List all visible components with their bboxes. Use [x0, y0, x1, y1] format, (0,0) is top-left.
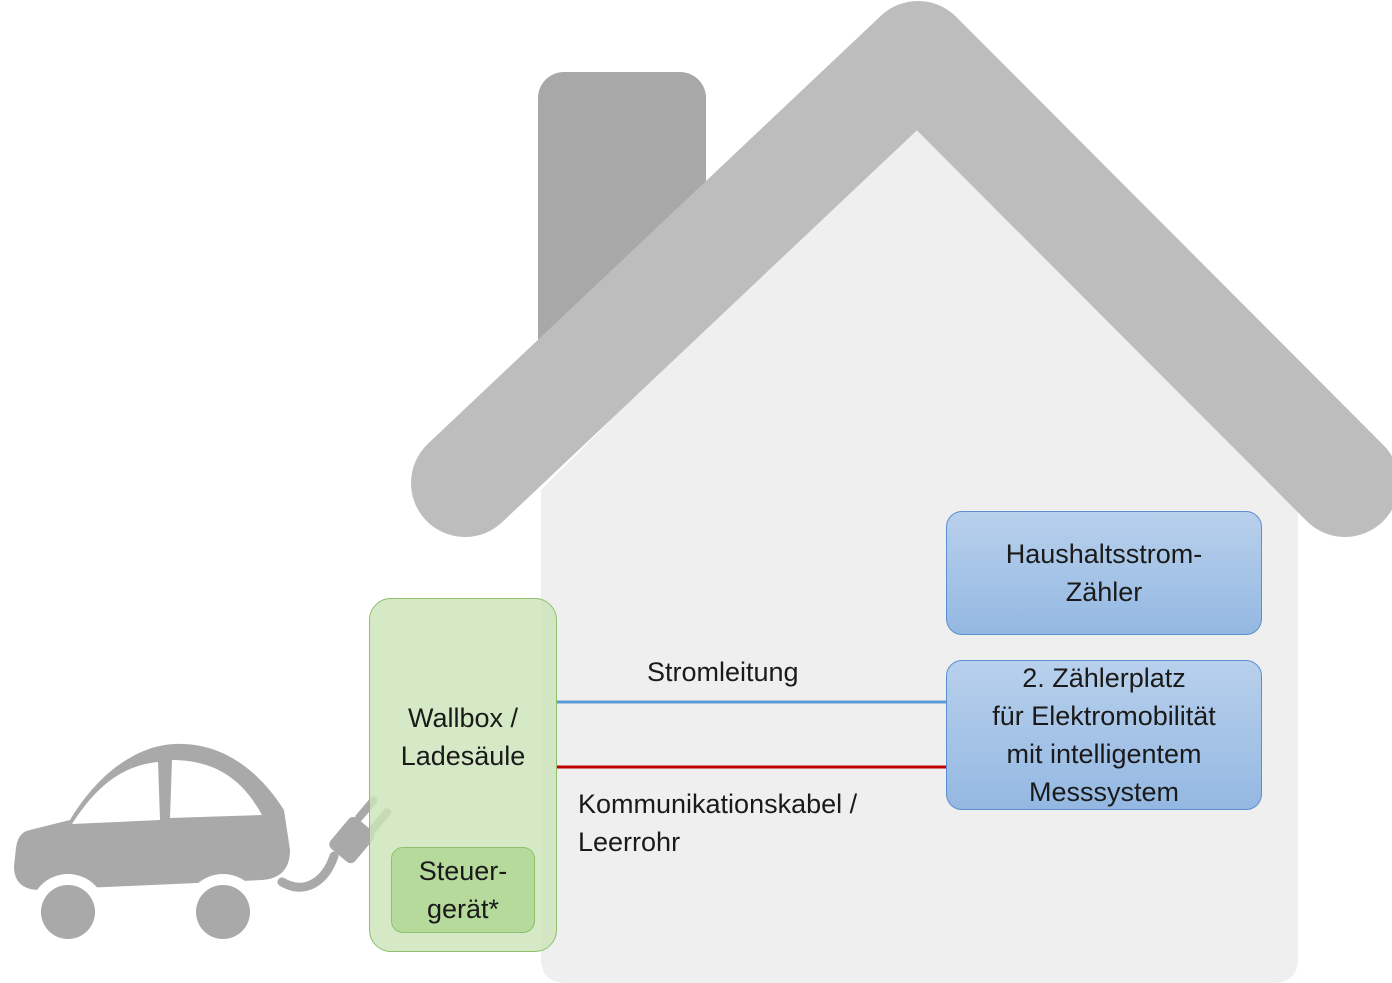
charging-cable: [277, 851, 339, 892]
household-meter-label-line-2: Zähler: [1065, 577, 1143, 607]
control-unit-box: Steuer- gerät*: [391, 847, 535, 933]
comm-line-label: Kommunikationskabel / Leerrohr: [578, 785, 857, 861]
second-meter-label-line-1: 2. Zählerplatz: [1022, 663, 1186, 693]
second-meter-box: 2. Zählerplatz für Elektromobilität mit …: [946, 660, 1262, 810]
second-meter-label-line-2: für Elektromobilität: [992, 701, 1216, 731]
household-meter-label-line-1: Haushaltsstrom-: [1005, 539, 1203, 569]
control-unit-label-line-1: Steuer-: [418, 856, 508, 886]
household-meter-box: Haushaltsstrom- Zähler: [946, 511, 1262, 635]
comm-line-label-line-2: Leerrohr: [578, 827, 681, 857]
second-meter-label-line-4: Messsystem: [1028, 777, 1180, 807]
roof: [411, 1, 1392, 537]
control-unit-label-line-2: gerät*: [426, 894, 500, 924]
wallbox-label-line-2: Ladesäule: [400, 741, 526, 771]
second-meter-label-line-3: mit intelligentem: [1006, 739, 1202, 769]
car-icon: [14, 743, 290, 950]
wallbox-label-line-1: Wallbox /: [407, 703, 519, 733]
power-line-label: Stromleitung: [647, 657, 799, 687]
comm-line-label-line-1: Kommunikationskabel /: [578, 789, 858, 819]
